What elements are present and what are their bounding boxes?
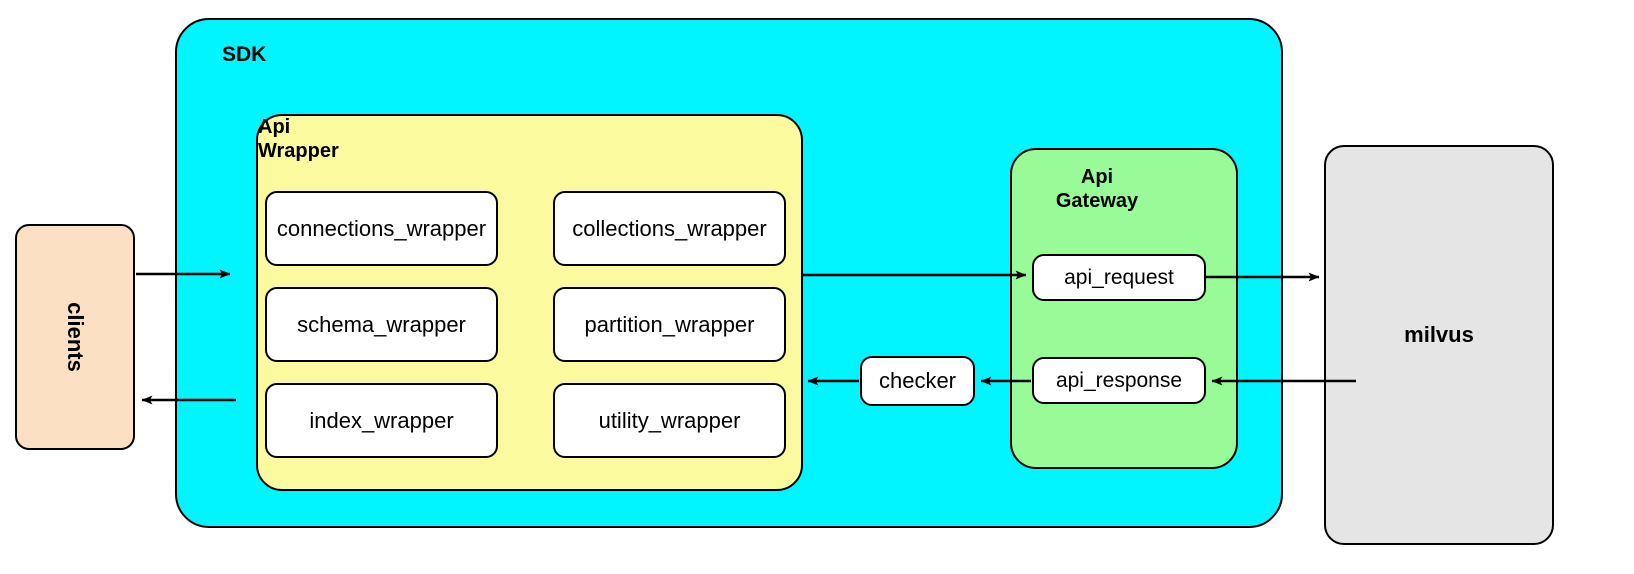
node-api-request[interactable]: api_request [1032,254,1206,301]
container-label-api-gateway: Api Gateway [1055,166,1139,212]
node-clients[interactable] [15,224,135,450]
node-label-clients: clients [15,224,135,450]
node-partition-wrapper[interactable]: partition_wrapper [553,287,786,362]
node-checker[interactable]: checker [860,356,975,406]
node-label-clients-text: clients [62,302,88,372]
node-milvus[interactable] [1324,145,1554,545]
node-api-response[interactable]: api_response [1032,357,1206,404]
container-label-api-wrapper: Api Wrapper [258,116,339,162]
node-utility-wrapper[interactable]: utility_wrapper [553,383,786,458]
container-api-gateway [1010,148,1238,469]
node-schema-wrapper[interactable]: schema_wrapper [265,287,498,362]
container-label-sdk: SDK [222,43,267,66]
node-index-wrapper[interactable]: index_wrapper [265,383,498,458]
node-label-milvus: milvus [1404,322,1474,347]
node-collections-wrapper[interactable]: collections_wrapper [553,191,786,266]
node-connections-wrapper[interactable]: connections_wrapper [265,191,498,266]
